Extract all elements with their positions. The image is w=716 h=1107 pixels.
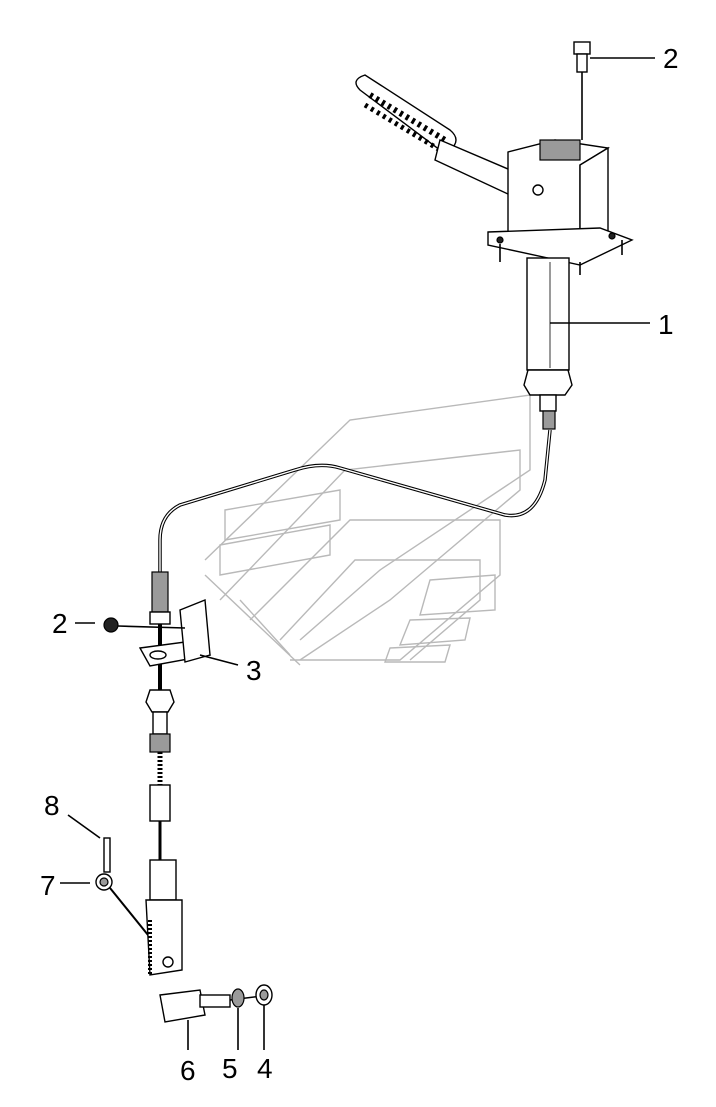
callout-2-top: 2 [663, 43, 679, 74]
bolt-top [573, 41, 591, 140]
callout-6: 6 [180, 1055, 196, 1086]
callout-1: 1 [658, 309, 674, 340]
clevis-washer-nut [159, 984, 273, 1023]
callout-5: 5 [222, 1053, 238, 1084]
pin-and-clip [95, 837, 149, 936]
callout-3: 3 [246, 655, 262, 686]
bolt-left [103, 617, 186, 633]
callout-2-left: 2 [52, 608, 68, 639]
leader-lines [60, 57, 655, 1050]
control-cable [158, 429, 552, 575]
mounting-bracket [138, 599, 212, 667]
callout-7: 7 [40, 870, 56, 901]
callout-4: 4 [257, 1053, 273, 1084]
lower-rod-assembly [145, 571, 183, 976]
hand-lever-assembly [355, 74, 634, 430]
callout-8: 8 [44, 790, 60, 821]
watermark-logo [204, 394, 531, 666]
